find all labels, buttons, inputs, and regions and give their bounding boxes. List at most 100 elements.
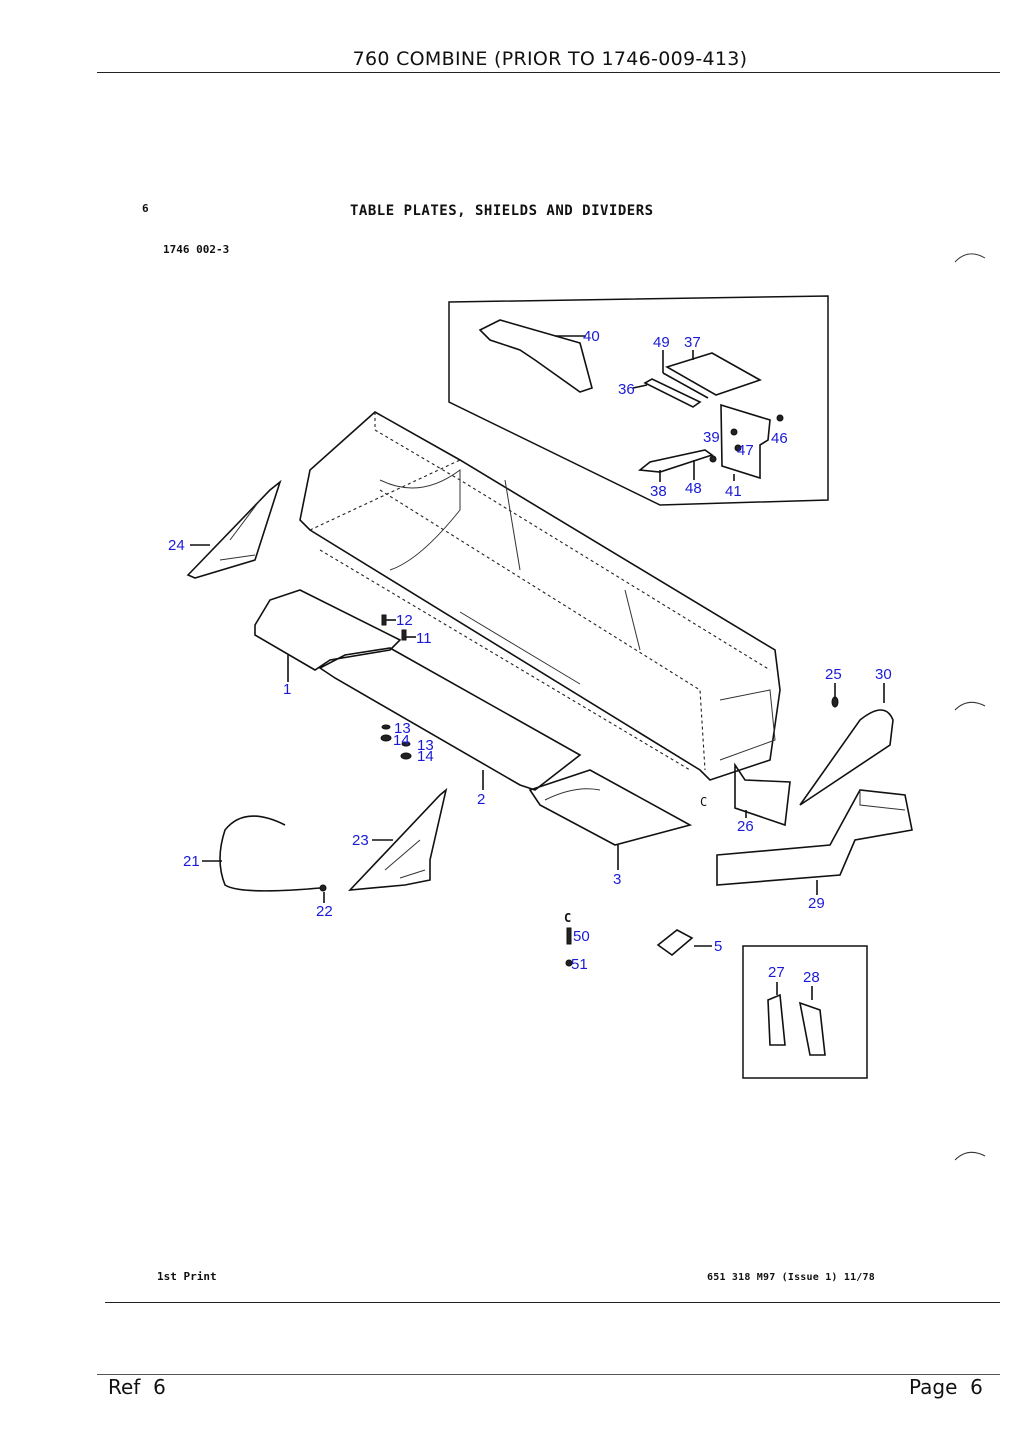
callout-30: 30 [875, 666, 892, 683]
callout-27: 27 [768, 964, 785, 981]
nut-part-14 [380, 734, 392, 742]
callout-36: 36 [618, 381, 635, 398]
frame-edge [319, 549, 691, 771]
callout-40: 41 [725, 483, 742, 500]
divider-rod-part-21 [219, 815, 321, 892]
callout-14: 14 [393, 732, 410, 749]
marker-c: C [564, 911, 571, 925]
bolt-part-25 [831, 696, 839, 708]
shield-part-41 [478, 319, 593, 393]
nut-part-51 [565, 959, 573, 967]
table-plate-part-2 [318, 647, 582, 791]
bolt-part-11 [401, 629, 407, 641]
frame-curve [379, 469, 461, 571]
callout-50: 50 [573, 928, 590, 945]
nut-part-48 [709, 455, 717, 463]
callout-12: 12 [396, 612, 413, 629]
plate-detail [544, 788, 601, 801]
scan-mark [954, 701, 986, 711]
bracket-part-28 [798, 1001, 826, 1056]
callout-23: 23 [352, 832, 369, 849]
callout-13b: 13 [417, 737, 434, 754]
divider-part-24 [186, 479, 282, 579]
callout-1: 1 [283, 681, 291, 698]
bracket-part-26 [734, 762, 791, 827]
footer-ref-value: 6 [153, 1375, 166, 1399]
callout-37: 37 [684, 334, 701, 351]
scan-mark [954, 1151, 986, 1161]
washer-part-47 [734, 444, 742, 452]
callout-22: 22 [316, 903, 333, 920]
washer-part-13b [401, 741, 411, 747]
frame-edge [309, 459, 461, 531]
bracket-part-36 [643, 378, 702, 408]
callout-2: 2 [477, 791, 485, 808]
bolt-part-50 [566, 927, 572, 945]
bracket-part-40 [720, 403, 771, 480]
callout-11: 11 [416, 630, 432, 647]
bolt-part-12 [381, 614, 387, 626]
section-number: 6 [142, 202, 149, 215]
footer-page: Page 6 [909, 1375, 983, 1399]
callout-47: 47 [737, 442, 754, 459]
rail-detail [859, 790, 906, 811]
divider-detail [384, 839, 426, 879]
callout-25: 25 [825, 666, 842, 683]
frame-ribs [504, 479, 641, 651]
rail-part-29 [716, 789, 913, 886]
footer-rule [97, 1374, 1000, 1375]
table-plate-part-1 [254, 589, 402, 671]
footer-page-label: Page [909, 1375, 958, 1399]
scan-mark [954, 253, 986, 263]
shield-part-30 [799, 709, 894, 806]
frame-edge [374, 412, 771, 671]
frame-end [719, 689, 776, 761]
clip-part-5 [656, 929, 694, 957]
divider-detail [219, 499, 261, 561]
frame-line [459, 611, 581, 685]
marker-c: C [700, 795, 707, 809]
callout-28: 28 [803, 969, 820, 986]
footer-page-value: 6 [970, 1375, 983, 1399]
plate-part-37 [665, 352, 762, 396]
publication-code: 651 318 M97 (Issue 1) 11/78 [707, 1272, 875, 1283]
callout-39: 39 [703, 429, 720, 446]
page-header-title: 760 COMBINE (PRIOR TO 1746-009-413) [352, 48, 748, 70]
inset-detail-box-2 [742, 945, 868, 1079]
callout-5: 5 [714, 938, 722, 955]
print-rule [105, 1302, 1000, 1303]
arm-part-38 [637, 449, 714, 473]
callout-48: 48 [685, 480, 702, 497]
callout-51: 51 [571, 956, 588, 973]
callout-26: 26 [737, 818, 754, 835]
callout-21: 21 [183, 853, 200, 870]
header-table-frame [299, 411, 781, 781]
strip-part-49 [662, 372, 709, 399]
callout-41: 40 [583, 328, 600, 345]
divider-part-23 [347, 787, 448, 891]
header-rule [97, 72, 1000, 73]
leader-36 [632, 384, 648, 389]
callout-13: 13 [394, 720, 411, 737]
bolt-part-46 [776, 414, 784, 422]
nut-part-14b [400, 752, 412, 760]
section-title: TABLE PLATES, SHIELDS AND DIVIDERS [350, 203, 654, 219]
table-plate-part-3 [528, 769, 693, 846]
print-note: 1st Print [157, 1270, 217, 1283]
footer-ref: Ref 6 [108, 1375, 166, 1399]
callout-49: 49 [653, 334, 670, 351]
callout-14b: 14 [417, 748, 434, 765]
clip-part-22 [319, 884, 327, 892]
callout-38: 38 [650, 483, 667, 500]
bracket-part-27 [767, 993, 786, 1046]
callout-24: 24 [168, 537, 185, 554]
inset-detail-box [448, 295, 829, 506]
washer-part-13 [381, 724, 391, 730]
footer-ref-label: Ref [108, 1375, 141, 1399]
callout-3: 3 [613, 871, 621, 888]
bolt-part-39 [730, 428, 738, 436]
callout-29: 29 [808, 895, 825, 912]
plate-code: 1746 002-3 [163, 243, 230, 256]
callout-46: 46 [771, 430, 788, 447]
